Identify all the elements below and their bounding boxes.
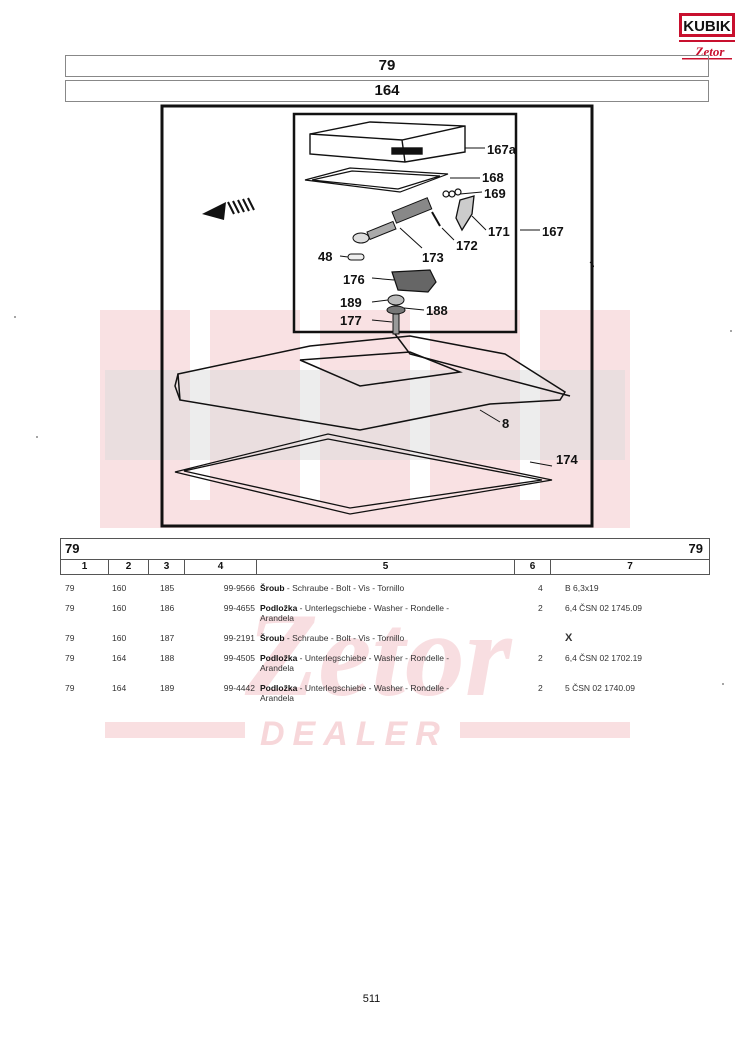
label-189: 189	[340, 295, 362, 310]
cell-position: 186	[160, 603, 175, 613]
label-169: 169	[484, 186, 506, 201]
cell-description: Podložka - Unterlegschiebe - Washer - Ro…	[260, 603, 450, 623]
label-173: 173	[422, 250, 444, 265]
parts-diagram: 167a 168 169 171 167 172 173 48 176 189 …	[160, 104, 594, 528]
col-header-3: 3	[149, 560, 185, 574]
cell-position: 187	[160, 633, 175, 643]
table-title: 79 79	[60, 538, 710, 559]
watermark-dealer-text: DEALER	[260, 715, 448, 753]
group-number: 79	[65, 55, 709, 77]
table-title-right: 79	[688, 541, 703, 556]
kubik-zetor-logo: KUBIK Zetor	[679, 13, 735, 60]
col-header-7: 7	[627, 561, 633, 572]
part-176-handle	[391, 269, 437, 293]
cell-subgroup: 164	[112, 653, 127, 663]
cell-group: 79	[65, 653, 75, 663]
cell-part-number: 99-4655	[223, 603, 255, 613]
cell-description: Podložka - Unterlegschiebe - Washer - Ro…	[260, 653, 450, 673]
cell-spec: 6,4 ČSN 02 1702.19	[565, 653, 643, 663]
scan-speck	[730, 330, 732, 332]
direction-arrow-icon	[202, 197, 255, 220]
col-header-5: 5	[257, 560, 515, 574]
col-header-2: 2	[109, 560, 149, 574]
part-172-pin	[431, 211, 441, 227]
cell-part-number: 99-9566	[223, 583, 255, 593]
cell-subgroup: 160	[112, 633, 127, 643]
cell-position: 189	[160, 683, 175, 693]
cell-description: Šroub - Schraube - Bolt - Vis - Tornillo	[260, 633, 405, 643]
cell-description: Šroub - Schraube - Bolt - Vis - Tornillo	[260, 583, 405, 593]
cell-quantity: 2	[538, 603, 543, 613]
scan-speck	[36, 436, 38, 438]
cell-subgroup: 160	[112, 603, 127, 613]
table-column-header: 1 2 3 4 5 6 7	[60, 559, 710, 575]
cell-group: 79	[65, 633, 75, 643]
part-174-seal	[174, 433, 553, 515]
label-168: 168	[482, 170, 504, 185]
label-167a: 167a	[487, 142, 517, 157]
cell-spec: 6,4 ČSN 02 1745.09	[565, 603, 643, 613]
part-48-pin	[347, 253, 365, 261]
cell-quantity: 2	[538, 653, 543, 663]
subgroup-number: 164	[65, 80, 709, 102]
label-188: 188	[426, 303, 448, 318]
table-title-left: 79	[65, 541, 80, 556]
col-header-6: 6	[515, 560, 551, 574]
cell-part-number: 99-2191	[223, 633, 255, 643]
cell-spec: X	[565, 632, 573, 644]
part-168-gasket	[304, 167, 449, 193]
part-8-roof-panel	[174, 333, 571, 431]
cell-group: 79	[65, 583, 75, 593]
logo-brand-text: KUBIK	[683, 18, 731, 35]
cell-spec: B 6,3x19	[565, 583, 599, 593]
part-173-gas-strut	[352, 197, 433, 244]
label-172: 172	[456, 238, 478, 253]
label-8: 8	[502, 416, 509, 431]
cell-group: 79	[65, 683, 75, 693]
page-number: 511	[362, 993, 381, 1005]
cell-group: 79	[65, 603, 75, 613]
label-171: 171	[488, 224, 510, 239]
cell-quantity: 2	[538, 683, 543, 693]
cell-quantity: 4	[538, 583, 543, 593]
part-169	[442, 188, 462, 198]
label-167: 167	[542, 224, 564, 239]
cell-position: 188	[160, 653, 175, 663]
cell-subgroup: 164	[112, 683, 127, 693]
label-176: 176	[343, 272, 365, 287]
scan-speck	[722, 683, 724, 685]
part-188-189-177-stack	[386, 294, 406, 335]
parts-table: 79 79 1 2 3 4 5 6 7 79 160 185 99-9566 Š…	[60, 538, 710, 703]
part-167a-cover	[309, 121, 466, 163]
col-header-4: 4	[185, 560, 257, 574]
label-48: 48	[318, 249, 332, 264]
label-174: 174	[556, 452, 578, 467]
col-header-1: 1	[61, 560, 109, 574]
cell-spec: 5 ČSN 02 1740.09	[565, 683, 635, 693]
cell-description: Podložka - Unterlegschiebe - Washer - Ro…	[260, 683, 450, 703]
part-171-latch	[455, 195, 475, 232]
cell-part-number: 99-4442	[223, 683, 255, 693]
cell-part-number: 99-4505	[223, 653, 255, 663]
cell-subgroup: 160	[112, 583, 127, 593]
cell-position: 185	[160, 583, 175, 593]
scan-speck	[14, 316, 16, 318]
label-177: 177	[340, 313, 362, 328]
